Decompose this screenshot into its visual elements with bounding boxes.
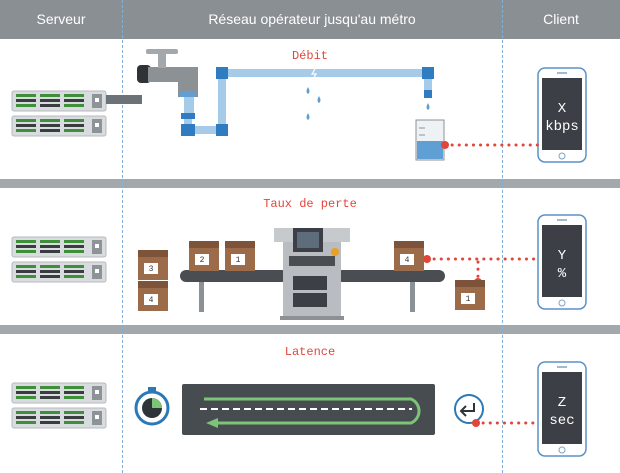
latency-title: Latence [284, 345, 336, 359]
return-icon [454, 394, 484, 424]
water-pipe [106, 49, 434, 136]
column-divider [502, 0, 503, 473]
parcel-label: 4 [405, 256, 410, 265]
latency-unit: sec [549, 413, 574, 429]
sorting-machine [274, 228, 350, 320]
column-header-bar [0, 0, 620, 39]
latency-value: Z [558, 395, 566, 411]
parcel-label: 1 [236, 256, 241, 265]
throughput-value: X [558, 101, 567, 117]
network-column-title: Réseau opérateur jusqu'au métro [208, 11, 416, 27]
throughput-title: Débit [291, 49, 328, 63]
parcels-on-belt [189, 241, 424, 271]
client-column-title: Client [543, 11, 579, 27]
parcel-label: 1 [466, 295, 471, 304]
throughput-unit: kbps [545, 119, 579, 135]
row-separator [0, 179, 620, 188]
loss-unit: % [558, 266, 567, 282]
column-divider [122, 0, 123, 473]
loss-rate-title: Taux de perte [263, 197, 357, 211]
stopwatch-icon [134, 387, 170, 426]
water-drops [306, 87, 430, 120]
measuring-beaker [415, 119, 445, 161]
parcel-label: 3 [149, 265, 154, 274]
row-separator [0, 325, 620, 334]
parcel-label: 2 [200, 256, 205, 265]
server-column-title: Serveur [36, 11, 86, 27]
parcel-label: 4 [149, 296, 154, 305]
loss-value: Y [558, 248, 567, 264]
